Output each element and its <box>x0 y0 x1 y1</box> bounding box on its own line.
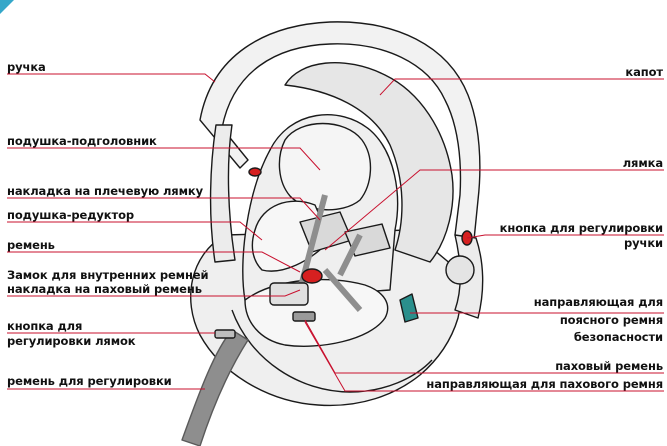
label-lap-guide-line2: поясного ремня <box>560 313 663 327</box>
label-reducer: подушка-редуктор <box>7 208 134 222</box>
label-strap-button-line2: регулировки лямок <box>7 334 136 348</box>
label-headrest: подушка-подголовник <box>7 134 157 148</box>
handle-pivot-disc <box>446 256 474 284</box>
leader-hood <box>380 79 664 95</box>
strap-adjust-button <box>215 330 235 338</box>
label-adjust-belt: ремень для регулировки <box>7 374 172 388</box>
label-buckle-line1: Замок для внутренних ремней <box>7 268 208 282</box>
label-buckle-line2: накладка на паховый ремень <box>7 282 202 296</box>
label-belt: ремень <box>7 238 55 252</box>
label-handle: ручка <box>7 60 46 74</box>
label-strap-button-line1: кнопка для <box>7 319 82 333</box>
label-shoulder-pad: накладка на плечевую лямку <box>7 184 203 198</box>
leader-handle <box>7 74 215 82</box>
label-strap: лямка <box>623 156 663 170</box>
label-crotch-guide: направляющая для пахового ремня <box>426 377 663 391</box>
label-lap-guide-line1: направляющая для <box>534 295 663 309</box>
buckle <box>302 269 322 283</box>
label-crotch-belt: паховый ремень <box>555 359 663 373</box>
label-hood: капот <box>625 65 663 79</box>
label-handle-button-line2: ручки <box>624 236 663 250</box>
crotch-guide <box>293 312 315 321</box>
label-lap-guide-line3: безопасности <box>574 330 663 344</box>
handle-button-left <box>249 168 261 176</box>
label-handle-button-line1: кнопка для регулировки <box>500 221 663 235</box>
